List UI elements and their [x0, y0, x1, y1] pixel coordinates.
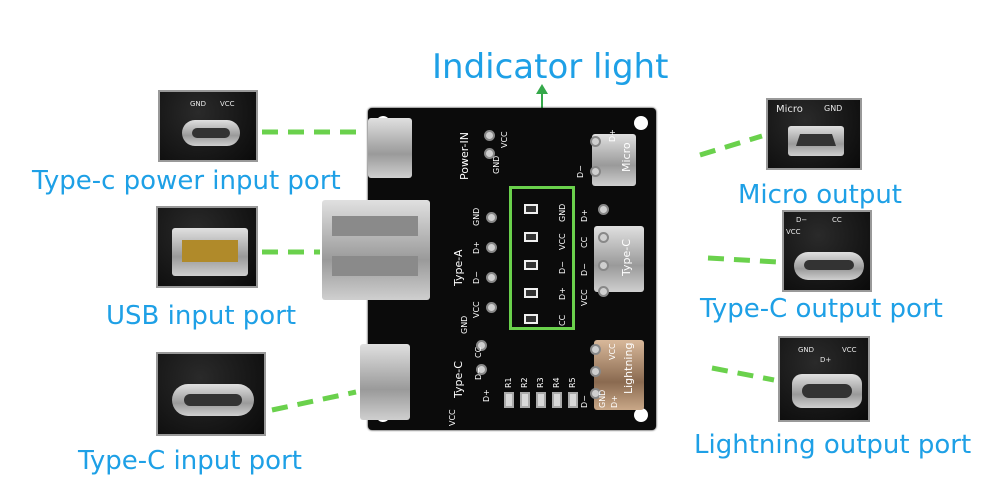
- silk-gnd: GND: [492, 155, 501, 174]
- resistor: [536, 392, 546, 408]
- pad: [590, 388, 601, 399]
- indicator-led: [524, 204, 538, 214]
- pad: [486, 242, 497, 253]
- silk-out-vcc: VCC: [580, 289, 589, 306]
- pad: [484, 130, 495, 141]
- silk-r5: R5: [568, 377, 577, 388]
- pad: [590, 166, 601, 177]
- pad: [598, 286, 609, 297]
- silk-dminus-a: D−: [472, 271, 481, 284]
- pad: [486, 302, 497, 313]
- silk-in-dminus: D−: [474, 367, 483, 380]
- typec-power-connector-icon: [368, 118, 412, 178]
- silk-type-a: Type-A: [452, 249, 465, 286]
- indicator-led: [524, 288, 538, 298]
- silk-dplus-a: D+: [472, 241, 481, 254]
- silk-out-dminus: D−: [580, 263, 589, 276]
- micro-output-label: Micro output: [738, 180, 902, 210]
- lightning-connector-icon: [594, 340, 644, 410]
- typec-input-photo: [156, 352, 266, 436]
- silk-lt-vcc: VCC: [608, 343, 617, 360]
- pad: [590, 136, 601, 147]
- silk-lt-dminus: D−: [580, 395, 589, 408]
- pad: [590, 366, 601, 377]
- photo-silk-micro: Micro: [776, 104, 803, 115]
- silk-out-cc: CC: [580, 236, 589, 248]
- indicator-highlight-box: [509, 186, 575, 330]
- micro-output-photo: Micro GND: [766, 98, 862, 170]
- silk-r2: R2: [520, 377, 529, 388]
- usb-a-connector-icon: [322, 200, 430, 300]
- silk-in-gnd: GND: [460, 315, 469, 334]
- silk-vcc-a: VCC: [472, 301, 481, 318]
- silk-gnd-a: GND: [472, 207, 481, 226]
- silk-lightning: Lightning: [622, 342, 635, 394]
- usb-input-label: USB input port: [106, 301, 297, 331]
- silk-vcc: VCC: [500, 131, 509, 148]
- silk-in-cc: CC: [474, 346, 483, 358]
- photo-silk-vcc: VCC: [220, 100, 235, 108]
- typec-input-label: Type-C input port: [78, 446, 302, 476]
- typec-input-connector-icon: [360, 344, 410, 420]
- pad: [476, 340, 487, 351]
- typec-output-photo: D− CC VCC: [782, 210, 872, 292]
- typec-power-input-label: Type-c power input port: [32, 166, 341, 196]
- pad: [486, 272, 497, 283]
- silk-micro: Micro: [620, 142, 633, 172]
- photo-silk-vcc-lightning: VCC: [842, 346, 857, 354]
- usb-input-photo: [156, 206, 258, 288]
- resistor: [504, 392, 514, 408]
- mount-hole: [634, 408, 648, 422]
- silk-in-dplus: D+: [482, 389, 491, 402]
- pad: [598, 260, 609, 271]
- indicator-led: [524, 314, 538, 324]
- resistor: [552, 392, 562, 408]
- photo-silk-gnd: GND: [190, 100, 207, 108]
- silk-micro-dminus: D−: [576, 165, 585, 178]
- indicator-light-label: Indicator light: [432, 47, 669, 87]
- indicator-led: [524, 232, 538, 242]
- silk-r1: R1: [504, 377, 513, 388]
- photo-silk-dminus: D−: [796, 216, 808, 224]
- silk-type-c-output: Type-C: [620, 239, 633, 276]
- silk-r4: R4: [552, 377, 561, 388]
- silk-lt-dplus: D+: [610, 395, 619, 408]
- pad: [476, 364, 487, 375]
- silk-micro-dplus: D+: [608, 129, 617, 142]
- silk-r3: R3: [536, 377, 545, 388]
- photo-silk-gnd-lightning: GND: [798, 346, 815, 354]
- silk-in-vcc: VCC: [448, 409, 457, 426]
- mount-hole: [634, 116, 648, 130]
- photo-silk-vcc-typec: VCC: [786, 228, 801, 236]
- typec-output-label: Type-C output port: [700, 294, 943, 324]
- photo-silk-gnd-micro: GND: [824, 104, 843, 113]
- pad: [590, 344, 601, 355]
- pad: [486, 212, 497, 223]
- typec-power-photo: GND VCC: [158, 90, 258, 162]
- pad: [484, 148, 495, 159]
- indicator-led: [524, 260, 538, 270]
- silk-type-c-input: Type-C: [452, 361, 465, 398]
- photo-silk-cc: CC: [832, 216, 842, 224]
- pad: [598, 204, 609, 215]
- pcb-board: Power-IN Type-A Type-C Type-C Micro Ligh…: [322, 108, 656, 430]
- lightning-output-label: Lightning output port: [694, 430, 972, 460]
- photo-silk-dplus: D+: [820, 356, 832, 364]
- silk-out-dplus: D+: [580, 209, 589, 222]
- silk-lt-gnd: GND: [598, 389, 607, 408]
- pad: [598, 232, 609, 243]
- lightning-output-photo: GND VCC D+: [778, 336, 870, 422]
- silk-power-in: Power-IN: [458, 132, 471, 180]
- resistor: [520, 392, 530, 408]
- resistor: [568, 392, 578, 408]
